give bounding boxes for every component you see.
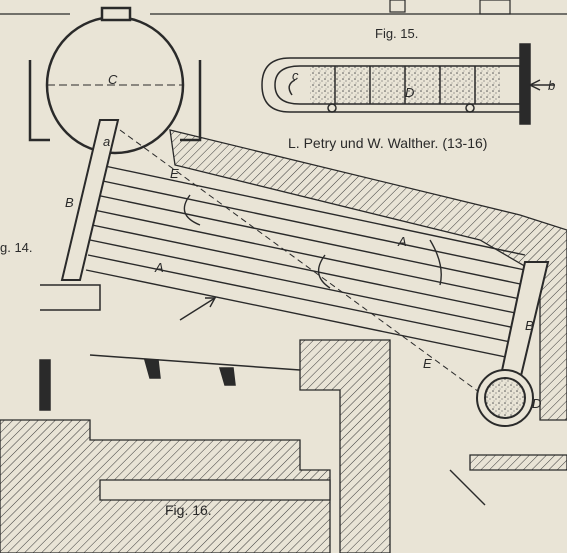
fig15-label: Fig. 15. [375,26,418,41]
label-E-lower: E [423,356,432,371]
fig15-label-D: D [405,85,414,100]
label-B-left: B [65,195,74,210]
upper-steam-drum [28,6,202,155]
inclined-tube-bank [85,129,526,401]
label-D: D [532,396,541,411]
label-C: C [108,72,118,87]
tube-headers [60,119,550,381]
foundation-masonry [0,129,567,553]
fig16-label: Fig. 16. [165,502,212,518]
firebox-grate [39,284,301,411]
label-E-upper: E [170,166,179,181]
label-A-lower: A [154,260,164,275]
mud-drum [476,369,534,427]
fig15-label-b: b [548,78,555,93]
label-a: a [103,134,110,149]
fig15-drawing [261,43,555,125]
flow-arrows [179,194,486,506]
plate-top-edges [0,0,567,15]
label-A-upper: A [397,234,407,249]
fig15-label-c: c [292,68,299,83]
plate-caption: L. Petry und W. Walther. (13-16) [288,135,487,151]
fig14-label: g. 14. [0,240,33,255]
label-B-right: B [525,318,534,333]
